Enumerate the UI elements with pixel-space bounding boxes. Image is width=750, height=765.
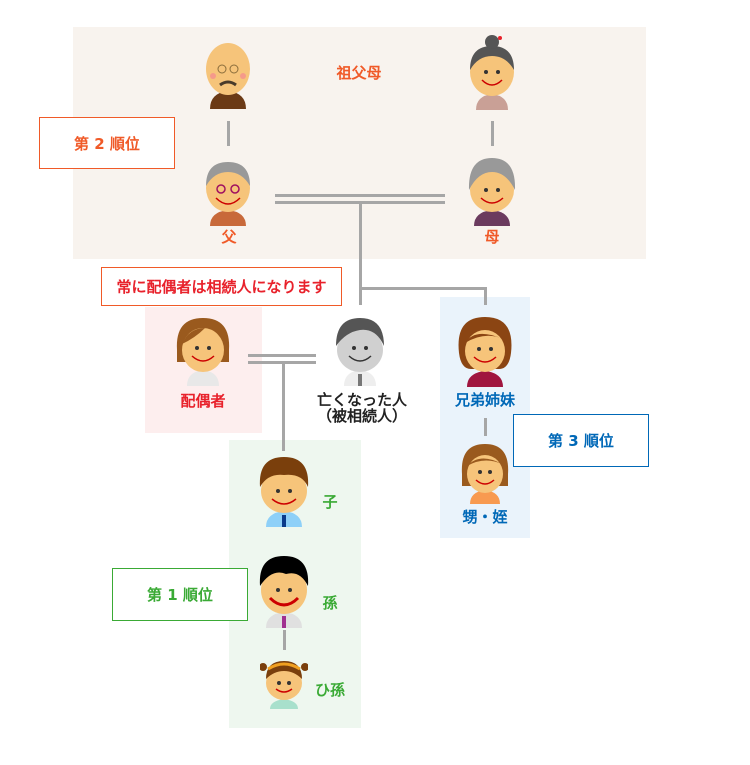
spouse-icon xyxy=(176,318,230,386)
great-grandchild-icon xyxy=(260,661,308,709)
grandchild-label: 孫 xyxy=(322,594,338,612)
connector-line xyxy=(484,287,487,305)
mother-icon xyxy=(468,158,516,226)
grandfather-icon xyxy=(206,43,250,109)
father-label: 父 xyxy=(221,228,237,246)
rank1-box: 第 1 順位 xyxy=(112,568,248,621)
mother-label: 母 xyxy=(484,228,500,246)
rank2-box: 第 2 順位 xyxy=(39,117,175,169)
marriage-line xyxy=(275,201,445,204)
marriage-line xyxy=(275,194,445,197)
connector-line xyxy=(359,203,362,305)
marriage-line xyxy=(248,354,316,357)
connector-line xyxy=(283,630,286,650)
great-grandchild-label: ひ孫 xyxy=(314,681,346,699)
rank3-box: 第 3 順位 xyxy=(513,414,649,467)
grandmother-icon xyxy=(470,35,514,110)
spouse-note-box: 常に配偶者は相続人になります xyxy=(101,267,342,306)
marriage-line xyxy=(248,361,316,364)
connector-line xyxy=(282,363,285,451)
sibling-icon xyxy=(458,317,512,387)
deceased-sub-label: （被相続人） xyxy=(316,407,408,425)
spouse-label: 配偶者 xyxy=(180,392,226,410)
deceased-label: 亡くなった人 xyxy=(316,391,408,409)
deceased-icon xyxy=(336,318,384,386)
father-icon xyxy=(206,162,250,226)
connector-line xyxy=(227,121,230,146)
grandparents-label: 祖父母 xyxy=(336,64,382,82)
siblings-label: 兄弟姉妹 xyxy=(454,391,516,409)
child-label: 子 xyxy=(322,493,338,511)
child-icon xyxy=(259,457,309,527)
nephews-label: 甥・姪 xyxy=(462,508,508,526)
connector-line xyxy=(360,287,486,290)
connector-line xyxy=(491,121,494,146)
connector-line xyxy=(484,418,487,436)
nephew-niece-icon xyxy=(461,444,509,504)
grandchild-icon xyxy=(259,556,309,628)
